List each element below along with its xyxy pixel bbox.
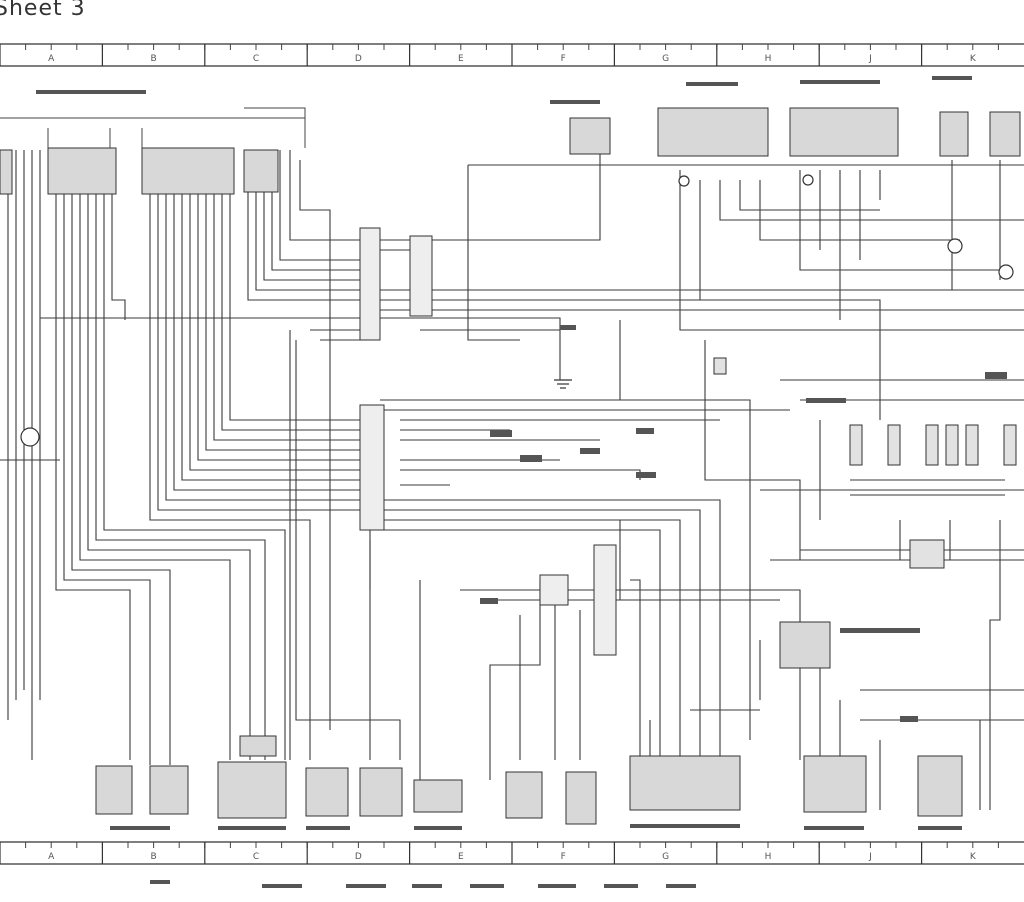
bottom-ruler-label: H xyxy=(765,852,772,862)
bottom-ruler-label: B xyxy=(151,852,157,862)
top-harness-brackets xyxy=(0,107,306,148)
top-ruler-label: C xyxy=(253,54,259,64)
top-ruler-label: K xyxy=(970,54,977,64)
top-ruler-label: F xyxy=(561,54,566,64)
terminal-block-upper xyxy=(359,227,433,341)
relay-cluster xyxy=(713,357,1017,569)
top-ruler-label: H xyxy=(765,54,772,64)
top-ruler-label: E xyxy=(458,54,464,64)
indicator-lamps xyxy=(20,174,1014,447)
wire-labels xyxy=(36,76,1007,888)
bottom-ruler-label: C xyxy=(253,852,259,862)
sheet-title: Sheet 3 xyxy=(0,0,86,21)
terminal-block-lower xyxy=(359,404,617,656)
top-connectors xyxy=(0,107,1021,195)
wire-harness xyxy=(0,150,1024,810)
bottom-ruler-label: K xyxy=(970,852,977,862)
bottom-ruler-label: G xyxy=(662,852,669,862)
bottom-ruler-label: F xyxy=(561,852,566,862)
top-ruler-label: J xyxy=(868,54,872,64)
ground-symbol xyxy=(554,379,572,389)
top-ruler-label: A xyxy=(48,54,55,64)
top-ruler-label: B xyxy=(151,54,157,64)
bottom-components xyxy=(95,621,963,825)
bottom-ruler-label: E xyxy=(458,852,464,862)
top-ruler-label: G xyxy=(662,54,669,64)
bottom-ruler-label: D xyxy=(355,852,362,862)
bottom-ruler-label: J xyxy=(868,852,872,862)
bottom-ruler-label: A xyxy=(48,852,55,862)
top-ruler-label: D xyxy=(355,54,362,64)
